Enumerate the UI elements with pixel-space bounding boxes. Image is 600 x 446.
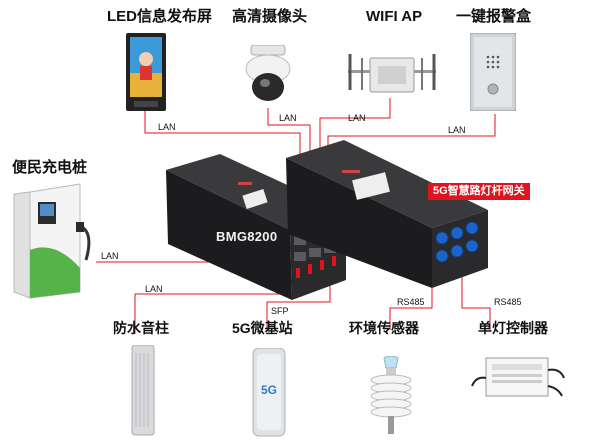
label-lamp-controller: 单灯控制器 bbox=[478, 320, 548, 336]
link-label-led: LAN bbox=[158, 122, 176, 132]
gateway-callout: 5G智慧路灯杆网关 bbox=[428, 183, 530, 200]
label-led-screen: LED信息发布屏 bbox=[107, 8, 213, 25]
label-charger: 便民充电桩 bbox=[12, 159, 88, 176]
gateway-pole-icon bbox=[286, 140, 488, 288]
label-camera: 高清摄像头 bbox=[232, 8, 308, 25]
lamp-controller-icon bbox=[471, 357, 565, 397]
link-label-camera: LAN bbox=[279, 113, 297, 123]
speaker-icon bbox=[131, 345, 155, 436]
env-sensor-icon bbox=[370, 356, 412, 434]
link-label-wifi: LAN bbox=[348, 113, 366, 123]
alarm-box-icon bbox=[470, 33, 516, 111]
link-label-rs485-lamp: RS485 bbox=[494, 297, 522, 307]
link-label-sfp: SFP bbox=[271, 306, 289, 316]
link-label-speaker: LAN bbox=[145, 284, 163, 294]
base-station-badge: 5G bbox=[261, 383, 277, 397]
led-screen-icon bbox=[126, 33, 166, 111]
line-speaker bbox=[134, 293, 300, 334]
line-base-station bbox=[266, 282, 331, 330]
link-label-rs485-env: RS485 bbox=[397, 297, 425, 307]
base-station-icon: 5G bbox=[252, 348, 286, 437]
label-env-sensor: 环境传感器 bbox=[349, 320, 419, 336]
label-wifi-ap: WIFI AP bbox=[366, 8, 423, 25]
link-label-alarm: LAN bbox=[448, 125, 466, 135]
label-speaker: 防水音柱 bbox=[113, 320, 169, 336]
gateway-model-label: BMG8200 bbox=[216, 229, 278, 244]
link-label-charger: LAN bbox=[101, 251, 119, 261]
wifi-ap-icon bbox=[348, 54, 436, 93]
charger-icon bbox=[13, 183, 91, 299]
camera-icon bbox=[245, 45, 291, 101]
label-alarm-box: 一键报警盒 bbox=[456, 8, 532, 25]
line-lamp-controller bbox=[461, 262, 491, 330]
label-base-station: 5G微基站 bbox=[232, 320, 293, 336]
